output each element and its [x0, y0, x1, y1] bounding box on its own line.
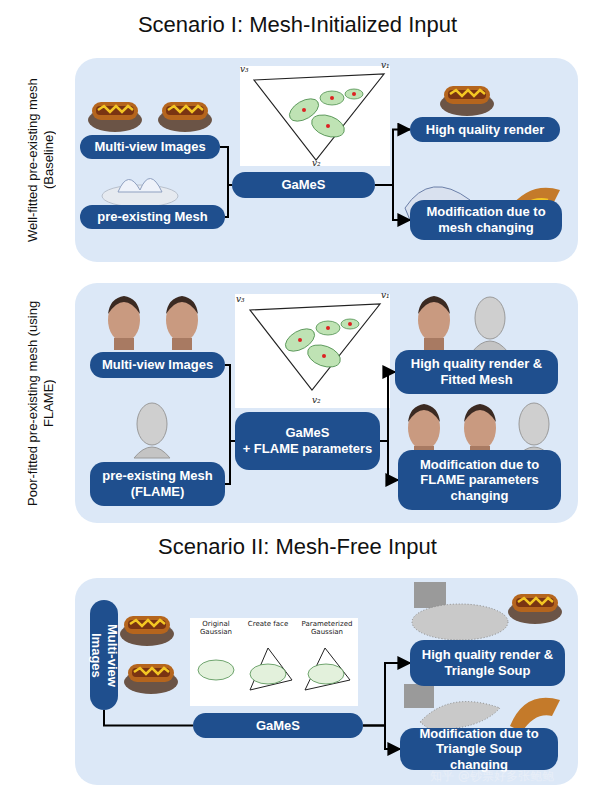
process-pill: High quality render: [410, 117, 560, 142]
figure-label: v₃: [240, 64, 249, 74]
process-pill: High quality render & Fitted Mesh: [395, 350, 558, 394]
figure-label: v₂: [312, 158, 321, 168]
process-pill: Modification due to mesh changing: [410, 200, 562, 240]
diagram-title: Scenario I: Mesh-Initialized Input: [0, 12, 595, 38]
figure-label: Create face: [244, 621, 292, 629]
figure-label: Original Gaussian: [192, 621, 240, 636]
process-pill: pre-existing Mesh (FLAME): [90, 462, 225, 506]
node-label: Modification due to Triangle Soup changi…: [406, 726, 552, 773]
node-label: GaMeS: [281, 177, 325, 193]
process-pill: Multi-view Images: [90, 600, 118, 710]
figure-label: v₂: [312, 395, 321, 405]
process-pill: Multi-view Images: [80, 135, 220, 159]
process-pill: pre-existing Mesh: [80, 205, 225, 229]
node-label: pre-existing Mesh (FLAME): [96, 468, 219, 499]
process-pill: Multi-view Images: [90, 352, 225, 378]
watermark: 知乎 @钞票好多张鲍鲍: [430, 768, 554, 785]
node-label: Multi-view Images: [102, 357, 213, 373]
process-pill: High quality render & Triangle Soup: [410, 640, 565, 686]
node-label: High quality render: [426, 122, 544, 138]
node-label: GaMeS: [285, 425, 329, 441]
process-pill: GaMeS: [193, 713, 363, 738]
panel-heading: Scenario II: Mesh-Free Input: [0, 534, 595, 560]
node-label: Multi-view Images: [94, 139, 205, 155]
node-label: Modification due to FLAME parameters cha…: [404, 457, 555, 504]
figure-label: Parameterized Gaussian: [298, 621, 356, 636]
node-label: GaMeS: [256, 718, 300, 734]
process-pill: Modification due to Triangle Soup changi…: [400, 728, 558, 770]
panel-heading: Poor-fitted pre-existing mesh (using FLA…: [17, 283, 65, 523]
figure-label: v₁: [381, 290, 390, 300]
process-pill: Modification due to FLAME parameters cha…: [398, 450, 561, 510]
node-label: High quality render & Fitted Mesh: [401, 356, 552, 387]
figure-label: v₃: [236, 294, 245, 304]
node-label: pre-existing Mesh: [97, 209, 208, 225]
figure-label: v₁: [381, 60, 390, 70]
node-label: Modification due to mesh changing: [416, 204, 556, 235]
panel-heading: Well-fitted pre-existing mesh (Baseline): [17, 58, 65, 262]
node-label: Multi-view Images: [88, 602, 119, 708]
node-label: + FLAME parameters: [243, 441, 373, 457]
process-pill: GaMeS+ FLAME parameters: [235, 412, 380, 470]
node-label: High quality render & Triangle Soup: [416, 647, 559, 678]
process-pill: GaMeS: [232, 172, 375, 198]
